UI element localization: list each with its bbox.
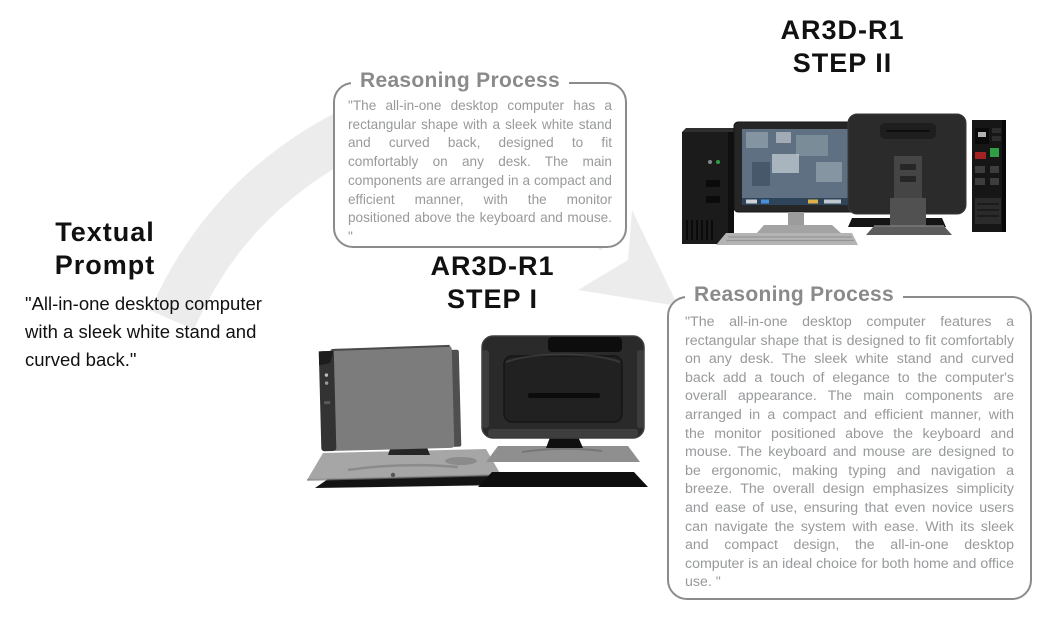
step2-render-desktop-back (847, 113, 1006, 235)
reasoning-box-step2-text: "The all-in-one desktop computer feature… (685, 314, 1014, 591)
textual-prompt-quote: "All-in-one desktop computer with a slee… (25, 293, 262, 370)
reasoning-box-step1-text: "The all-in-one desktop computer has a r… (348, 98, 612, 244)
reasoning-box-step1: Reasoning Process "The all-in-one deskto… (333, 69, 627, 248)
arrow-step1-to-reasoning2 (578, 210, 678, 306)
step1-render-monitor-back-dark (478, 335, 648, 487)
step2-render-desktop-front (682, 121, 858, 245)
arrow-prompt-to-reasoning1 (150, 110, 362, 330)
step2-title: AR3D-R1 STEP II (780, 15, 905, 78)
reasoning-box-step1-title: Reasoning Process (351, 69, 570, 93)
reasoning-box-step2: Reasoning Process "The all-in-one deskto… (667, 283, 1032, 600)
step1-title: AR3D-R1 STEP I (430, 251, 555, 314)
reasoning-box-step2-title: Reasoning Process (685, 283, 904, 307)
textual-prompt-title: Textual Prompt (54, 217, 156, 280)
step1-render-monitor-back-gray (306, 344, 505, 488)
